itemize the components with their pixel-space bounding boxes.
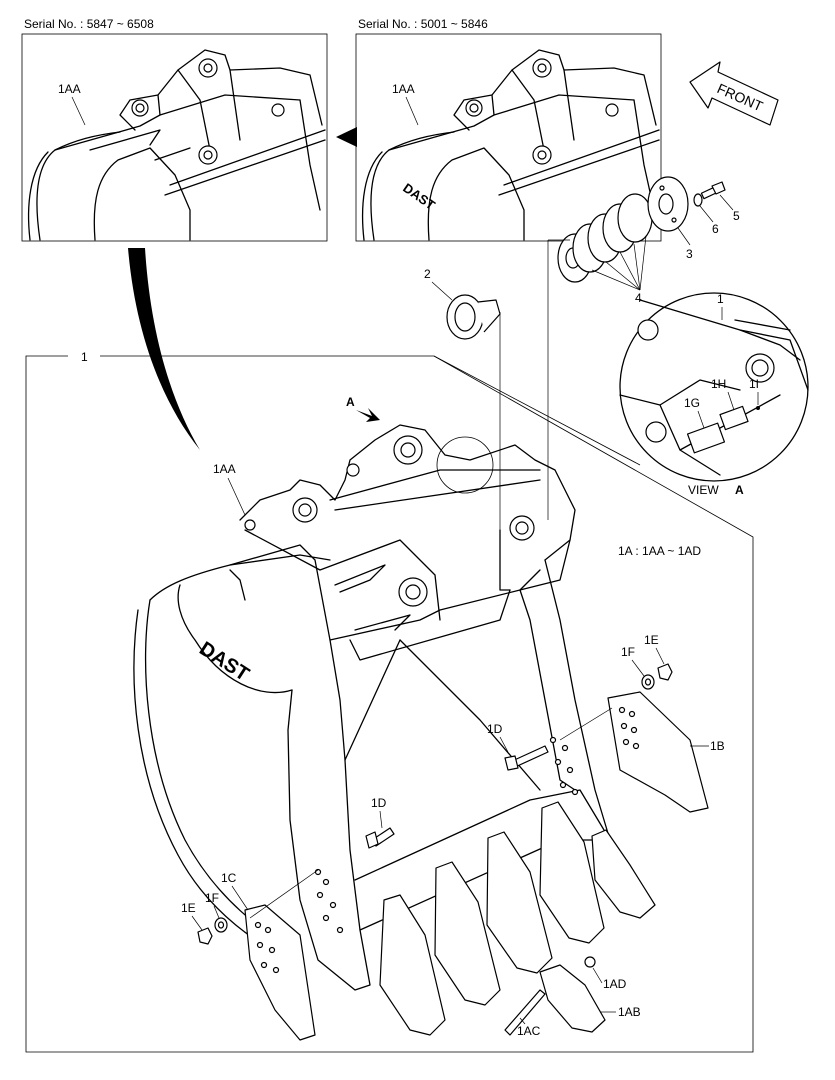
brand-logo-main: DAST [195,638,253,686]
curved-leader [128,248,200,450]
serial-range-right: Serial No. : 5001 ~ 5846 [358,17,488,31]
label-1f-right: 1F [621,645,635,659]
label-1b: 1B [710,739,725,753]
label-1g: 1G [684,396,700,410]
label-1aa-main: 1AA [213,462,236,476]
bolt-part [700,181,726,200]
view-a-detail [619,292,809,482]
detail-box-right: DAST [355,33,662,242]
label-1h: 1H [711,377,726,391]
label-1d-upper: 1D [487,722,503,736]
view-letter: A [735,483,744,497]
serial-range-left: Serial No. : 5847 ~ 6508 [24,17,154,31]
bolt-1d-lower [365,827,395,849]
label-1d-lower: 1D [371,796,387,810]
front-direction-arrow: FRONT [689,61,779,126]
view-callout-circle [436,436,494,494]
view-marker: A [346,395,355,409]
label-1f-left: 1F [205,891,219,905]
pointer-arrow [336,127,357,147]
range-note: 1A : 1AA ~ 1AD [618,544,701,558]
nut-washer-right [641,663,673,690]
label-4: 4 [635,291,642,305]
side-cutter-left [244,869,319,1041]
detail-box-left [21,33,328,242]
label-1e-right: 1E [644,633,659,647]
label-1-view: 1 [717,292,724,306]
nut-washer-left [197,917,228,945]
shim-stack [557,193,653,283]
label-1i: 1I [749,377,759,391]
label-1c: 1C [221,871,237,885]
side-cutter-right [559,691,709,813]
retainer-plate [647,176,689,232]
label-1aa-left: 1AA [58,82,81,96]
label-1-main: 1 [81,350,88,364]
label-1ad: 1AD [603,977,627,991]
label-1ac: 1AC [517,1024,541,1038]
label-3: 3 [686,247,693,261]
label-1ab: 1AB [618,1005,641,1019]
pin-cap-part [446,294,501,340]
label-2: 2 [424,267,431,281]
view-marker-arrow [356,408,380,422]
label-1aa-right: 1AA [392,82,415,96]
label-5: 5 [733,209,740,223]
washer-part [693,193,703,207]
label-6: 6 [712,222,719,236]
bucket-teeth [379,801,656,1036]
view-label: VIEW [688,483,719,497]
brand-logo-small: DAST [400,180,438,213]
label-1e-left: 1E [181,901,196,915]
bolt-1d-upper [504,745,549,771]
